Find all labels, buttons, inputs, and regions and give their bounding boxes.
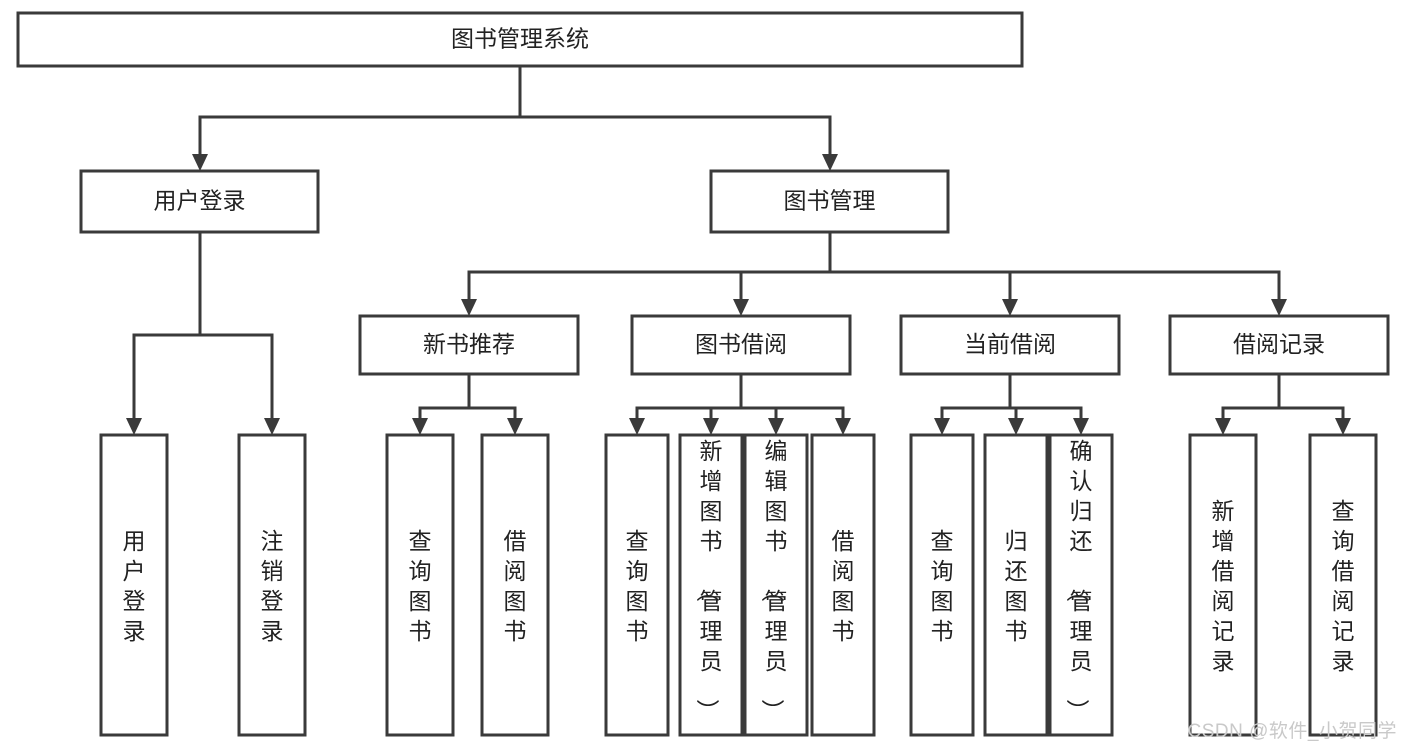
- arrow-head-icon: [507, 418, 523, 435]
- node-box-new-book-rec[interactable]: [358, 314, 580, 376]
- arrow-head-icon: [733, 299, 749, 316]
- node-box-leaf-add-record[interactable]: [1188, 433, 1258, 737]
- node-label-leaf-query-book-2: 查询图书: [626, 528, 649, 644]
- node-label-leaf-user-login: 用户登录: [123, 528, 146, 644]
- node-box-leaf-add-book[interactable]: [678, 433, 744, 737]
- node-label-book-borrow: 图书借阅: [695, 331, 787, 357]
- connector-conn-root-bus: [192, 64, 838, 171]
- node-label-current-borrow: 当前借阅: [964, 331, 1056, 357]
- node-label-leaf-borrow-book-2: 借阅图书: [832, 528, 855, 644]
- arrow-head-icon: [703, 418, 719, 435]
- node-book-borrow[interactable]: 图书借阅: [630, 314, 852, 376]
- node-new-book-rec[interactable]: 新书推荐: [358, 314, 580, 376]
- arrow-head-icon: [264, 418, 280, 435]
- arrow-head-icon: [412, 418, 428, 435]
- node-box-leaf-borrow-book-2[interactable]: [810, 433, 876, 737]
- node-box-leaf-user-login[interactable]: [99, 433, 169, 737]
- node-leaf-edit-book[interactable]: 编辑图书（管理员）: [743, 433, 809, 737]
- node-box-leaf-confirm-return[interactable]: [1048, 433, 1114, 737]
- node-label-leaf-edit-book: 编辑图书（管理员）: [760, 438, 788, 722]
- arrow-head-icon: [835, 418, 851, 435]
- node-leaf-borrow-book-1[interactable]: 借阅图书: [480, 433, 550, 737]
- arrow-head-icon: [1002, 299, 1018, 316]
- node-leaf-add-book[interactable]: 新增图书（管理员）: [678, 433, 744, 737]
- connector-conn-userlogin-bus: [126, 230, 280, 435]
- node-book-manage[interactable]: 图书管理: [709, 169, 950, 234]
- node-current-borrow[interactable]: 当前借阅: [899, 314, 1121, 376]
- node-leaf-query-book-1[interactable]: 查询图书: [385, 433, 455, 737]
- node-box-leaf-edit-book[interactable]: [743, 433, 809, 737]
- arrow-head-icon: [1008, 418, 1024, 435]
- node-box-current-borrow[interactable]: [899, 314, 1121, 376]
- node-label-leaf-query-book-1: 查询图书: [409, 528, 432, 644]
- node-label-book-manage: 图书管理: [784, 188, 876, 214]
- arrow-head-icon: [192, 154, 208, 171]
- node-leaf-return-book[interactable]: 归还图书: [983, 433, 1049, 737]
- node-box-leaf-query-book-3[interactable]: [909, 433, 975, 737]
- node-label-user-login: 用户登录: [154, 188, 246, 214]
- arrow-head-icon: [1073, 418, 1089, 435]
- watermark-text: CSDN @软件_小贺同学: [1187, 721, 1397, 742]
- node-label-leaf-query-book-3: 查询图书: [931, 528, 954, 644]
- arrow-head-icon: [822, 154, 838, 171]
- arrow-head-icon: [1271, 299, 1287, 316]
- node-leaf-logout[interactable]: 注销登录: [237, 433, 307, 737]
- node-box-leaf-query-book-1[interactable]: [385, 433, 455, 737]
- node-leaf-user-login[interactable]: 用户登录: [99, 433, 169, 737]
- node-leaf-confirm-return[interactable]: 确认归还（管理员）: [1048, 433, 1114, 737]
- node-label-leaf-confirm-return: 确认归还（管理员）: [1065, 438, 1093, 722]
- node-box-leaf-query-book-2[interactable]: [604, 433, 670, 737]
- arrow-head-icon: [629, 418, 645, 435]
- arrow-head-icon: [461, 299, 477, 316]
- node-box-book-borrow[interactable]: [630, 314, 852, 376]
- connector-conn-newbook-bus: [412, 372, 523, 435]
- node-borrow-record[interactable]: 借阅记录: [1168, 314, 1390, 376]
- node-label-leaf-add-book: 新增图书（管理员）: [695, 438, 723, 722]
- node-label-borrow-record: 借阅记录: [1233, 331, 1325, 357]
- node-box-root[interactable]: [16, 11, 1024, 68]
- node-label-leaf-borrow-book-1: 借阅图书: [504, 528, 527, 644]
- node-leaf-query-record[interactable]: 查询借阅记录: [1308, 433, 1378, 737]
- arrow-head-icon: [934, 418, 950, 435]
- node-label-root: 图书管理系统: [451, 26, 589, 52]
- node-leaf-add-record[interactable]: 新增借阅记录: [1188, 433, 1258, 737]
- node-label-leaf-return-book: 归还图书: [1005, 528, 1028, 644]
- arrow-head-icon: [126, 418, 142, 435]
- node-label-leaf-add-record: 新增借阅记录: [1212, 498, 1235, 674]
- connector-conn-currentborrow-bus: [934, 372, 1089, 435]
- node-user-login[interactable]: 用户登录: [79, 169, 320, 234]
- node-label-new-book-rec: 新书推荐: [423, 331, 515, 357]
- connector-conn-bookborrow-bus: [629, 372, 851, 435]
- node-box-leaf-borrow-book-1[interactable]: [480, 433, 550, 737]
- node-leaf-borrow-book-2[interactable]: 借阅图书: [810, 433, 876, 737]
- node-root[interactable]: 图书管理系统: [16, 11, 1024, 68]
- node-box-leaf-query-record[interactable]: [1308, 433, 1378, 737]
- node-box-borrow-record[interactable]: [1168, 314, 1390, 376]
- connector-conn-bookmanage-bus: [461, 230, 1287, 316]
- node-box-leaf-return-book[interactable]: [983, 433, 1049, 737]
- arrow-head-icon: [1335, 418, 1351, 435]
- node-label-leaf-logout: 注销登录: [261, 528, 284, 644]
- node-box-book-manage[interactable]: [709, 169, 950, 234]
- node-label-leaf-query-record: 查询借阅记录: [1332, 498, 1355, 674]
- arrow-head-icon: [1215, 418, 1231, 435]
- connector-conn-borrowrecord-bus: [1215, 372, 1351, 435]
- node-leaf-query-book-3[interactable]: 查询图书: [909, 433, 975, 737]
- node-box-leaf-logout[interactable]: [237, 433, 307, 737]
- arrow-head-icon: [768, 418, 784, 435]
- node-leaf-query-book-2[interactable]: 查询图书: [604, 433, 670, 737]
- node-box-user-login[interactable]: [79, 169, 320, 234]
